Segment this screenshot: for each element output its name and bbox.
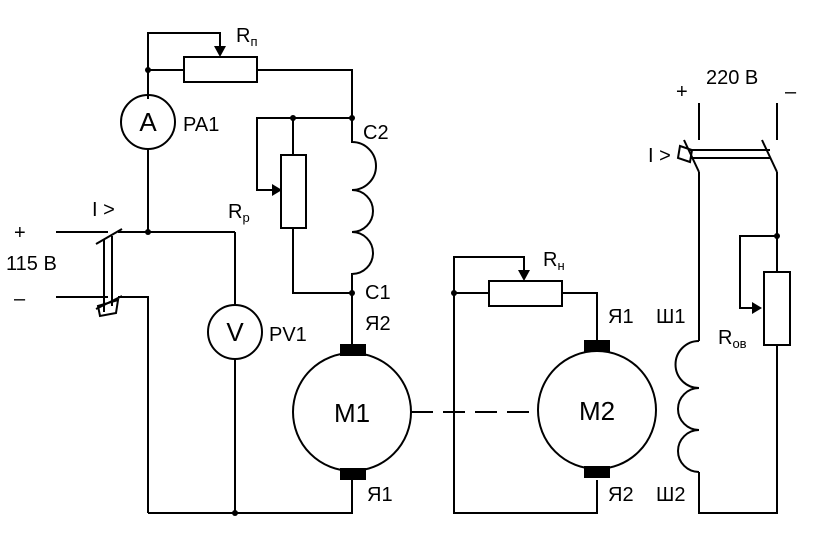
breaker-out-bottom xyxy=(118,296,149,513)
label-breaker-right: I > xyxy=(648,145,671,167)
labels: Rп A PA1 C2 Rр I > + 115 В – C1 Я2 V PV1… xyxy=(6,25,797,506)
rr-wiper-arrow xyxy=(272,184,282,196)
bottom-return-wire xyxy=(148,480,353,514)
breaker-latch xyxy=(96,298,120,318)
breaker-rod xyxy=(103,236,113,312)
label-ya2-m1: Я2 xyxy=(365,313,391,335)
label-plus-left: + xyxy=(14,222,26,244)
voltmeter-symbol: V xyxy=(226,317,244,347)
junction-dot xyxy=(451,290,457,296)
label-m1: M1 xyxy=(334,398,370,428)
junction-dot xyxy=(774,233,780,239)
field-wire-left-bottom xyxy=(698,345,778,514)
left-circuit xyxy=(56,32,412,516)
breaker2-latch xyxy=(676,144,694,164)
label-rn: Rн xyxy=(543,249,565,273)
rov-bypass-wire xyxy=(739,235,777,309)
label-pv1: PV1 xyxy=(269,324,307,346)
label-220v: 220 В xyxy=(706,67,758,89)
rheostat-rp xyxy=(183,56,258,83)
label-breaker-left: I > xyxy=(92,199,115,221)
rp-wire-right xyxy=(257,69,353,120)
rp-wiper-arrow xyxy=(214,46,226,57)
rp-bypass-wire xyxy=(147,32,221,70)
rheostat-rn xyxy=(488,280,563,307)
label-m2: M2 xyxy=(579,396,615,426)
rr-wire-bottom xyxy=(292,228,352,294)
rn-bypass-wire xyxy=(453,256,525,293)
m2-brush-top xyxy=(584,340,610,352)
junction-dot xyxy=(232,510,238,516)
m2-brush-bottom xyxy=(584,466,610,478)
label-rr: Rр xyxy=(228,201,250,225)
breaker2-blade-right xyxy=(761,139,778,173)
middle-circuit xyxy=(451,256,657,514)
middle-return-wire xyxy=(453,293,598,514)
junction-dot xyxy=(349,115,355,121)
junction-dot xyxy=(145,229,151,235)
junction-dot xyxy=(290,115,296,121)
label-pa1: PA1 xyxy=(183,114,219,136)
label-minus-left: – xyxy=(14,288,26,310)
label-c2: C2 xyxy=(363,122,389,144)
label-ya1-m1: Я1 xyxy=(367,484,393,506)
shunt-field-winding xyxy=(674,340,700,473)
junction-dot xyxy=(349,290,355,296)
label-115v: 115 В xyxy=(6,253,57,275)
label-sh2: Ш2 xyxy=(656,484,685,506)
rheostat-rr xyxy=(280,154,307,229)
rheostat-rov xyxy=(763,271,791,346)
label-rp: Rп xyxy=(236,25,258,49)
label-plus-right: + xyxy=(676,81,688,103)
label-ya1-m2: Я1 xyxy=(608,306,634,328)
rn-wire-right xyxy=(562,292,598,344)
right-circuit xyxy=(674,103,791,514)
label-ya2-m2: Я2 xyxy=(608,484,634,506)
rn-wiper-arrow xyxy=(518,270,530,281)
breaker-blade-top xyxy=(95,228,123,245)
breaker2-rod xyxy=(690,149,770,159)
series-field-winding xyxy=(351,120,377,345)
junction-dot xyxy=(145,67,151,73)
label-rov: Rов xyxy=(718,327,747,351)
label-c1: C1 xyxy=(365,282,391,304)
label-minus-right: – xyxy=(785,81,797,103)
label-sh1: Ш1 xyxy=(656,306,685,328)
m1-brush-bottom xyxy=(340,468,366,480)
rr-wire-top xyxy=(256,117,352,191)
rov-wiper-arrow xyxy=(752,302,762,314)
ammeter-symbol: A xyxy=(139,107,157,137)
